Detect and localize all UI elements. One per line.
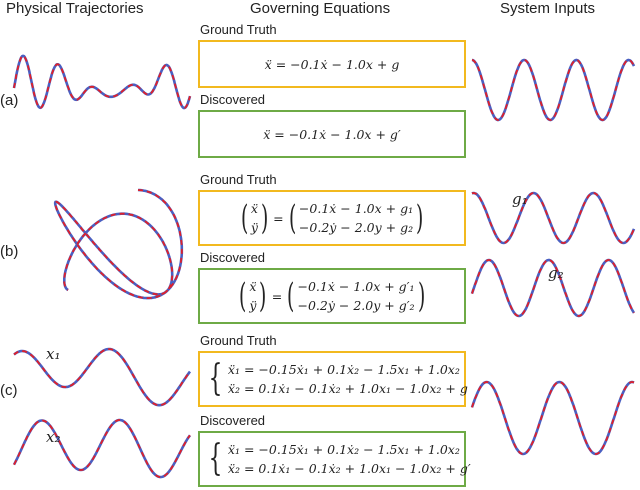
row-b-trajectory-truth <box>53 188 184 300</box>
row-b-disc-lhs-x: ẍ <box>249 279 257 294</box>
row-b-gt-lhs-x: ẍ <box>250 201 258 216</box>
row-label-a: (a) <box>0 92 19 109</box>
row-a-ground-truth-label: Ground Truth <box>200 22 277 37</box>
row-a-ground-truth-box: ẍ = −0.1ẋ − 1.0x + g <box>198 40 466 88</box>
row-b-gt-lhs-y: ÿ <box>250 220 258 235</box>
row-c-trajectory-x1-truth <box>13 347 192 407</box>
row-b-trajectory-discovered <box>54 189 183 299</box>
row-b-disc-rhs: ( −0.1ẋ − 1.0x + g′₁−0.2ẏ − 2.0y + g′₂ ) <box>287 276 425 316</box>
row-c-disc-eq-2: ẍ₂ = 0.1ẋ₁ − 0.1ẋ₂ + 1.0x₁ − 1.0x₂ + g′ <box>227 461 471 476</box>
row-b-gt-rhs-1: −0.1ẋ − 1.0x + g₁ <box>298 201 414 216</box>
row-c-gt-eq-2: ẍ₂ = 0.1ẋ₁ − 0.1ẋ₂ + 1.0x₁ − 1.0x₂ + g <box>227 381 468 396</box>
row-label-b: (b) <box>0 243 19 260</box>
header-trajectories: Physical Trajectories <box>6 0 144 17</box>
row-label-c: (c) <box>0 382 18 399</box>
row-c-discovered-box: { ẍ₁ = −0.15ẋ₁ + 0.1ẋ₂ − 1.5x₁ + 1.0x₂ ẍ… <box>198 431 471 487</box>
traj-label-x2: x₂ <box>46 428 61 446</box>
input-label-g1: g₁ <box>512 190 528 208</box>
row-b-gt-rhs-2: −0.2ẏ − 2.0y + g₂ <box>298 220 414 235</box>
row-b-disc-lhs-y: ÿ <box>249 298 257 313</box>
row-c-trajectory-x2-truth <box>12 418 192 479</box>
row-b-input-g1-discovered <box>471 192 635 244</box>
row-a-input-discovered <box>471 59 635 121</box>
row-a-discovered-label: Discovered <box>200 92 266 107</box>
row-b-input-g1-truth <box>471 191 636 245</box>
row-a-ground-truth-equation: ẍ = −0.1ẋ − 1.0x + g <box>264 56 400 72</box>
row-a-trajectory-truth <box>12 54 192 110</box>
row-b-discovered-label: Discovered <box>200 250 266 265</box>
row-a-discovered-equation: ẍ = −0.1ẋ − 1.0x + g′ <box>263 126 401 142</box>
row-b-input-g2-discovered <box>471 259 635 317</box>
header-equations: Governing Equations <box>250 0 391 17</box>
row-c-ground-truth-label: Ground Truth <box>200 333 277 348</box>
input-label-g2: g₂ <box>548 264 564 282</box>
row-c-input-discovered <box>471 381 635 455</box>
row-a-trajectory-discovered <box>13 55 191 109</box>
header-inputs: System Inputs <box>500 0 596 17</box>
row-b-disc-rhs-2: −0.2ẏ − 2.0y + g′₂ <box>297 298 415 313</box>
row-b-disc-rhs-1: −0.1ẋ − 1.0x + g′₁ <box>297 279 415 294</box>
row-c-disc-eq-1: ẍ₁ = −0.15ẋ₁ + 0.1ẋ₂ − 1.5x₁ + 1.0x₂ <box>227 442 460 457</box>
row-c-discovered-label: Discovered <box>200 413 266 428</box>
traj-label-x1: x₁ <box>46 345 61 363</box>
row-b-gt-rhs: ( −0.1ẋ − 1.0x + g₁−0.2ẏ − 2.0y + g₂ ) <box>288 198 424 238</box>
row-c-trajectory-x2-discovered <box>13 419 191 479</box>
row-c-ground-truth-box: { ẍ₁ = −0.15ẋ₁ + 0.1ẋ₂ − 1.5x₁ + 1.0x₂ ẍ… <box>198 351 468 407</box>
row-a-discovered-box: ẍ = −0.1ẋ − 1.0x + g′ <box>198 110 466 158</box>
row-c-gt-eq-1: ẍ₁ = −0.15ẋ₁ + 0.1ẋ₂ − 1.5x₁ + 1.0x₂ <box>227 362 460 377</box>
row-b-ground-truth-label: Ground Truth <box>200 172 277 187</box>
row-a-input-truth <box>471 58 636 122</box>
row-c-trajectory-x1-discovered <box>13 348 191 407</box>
